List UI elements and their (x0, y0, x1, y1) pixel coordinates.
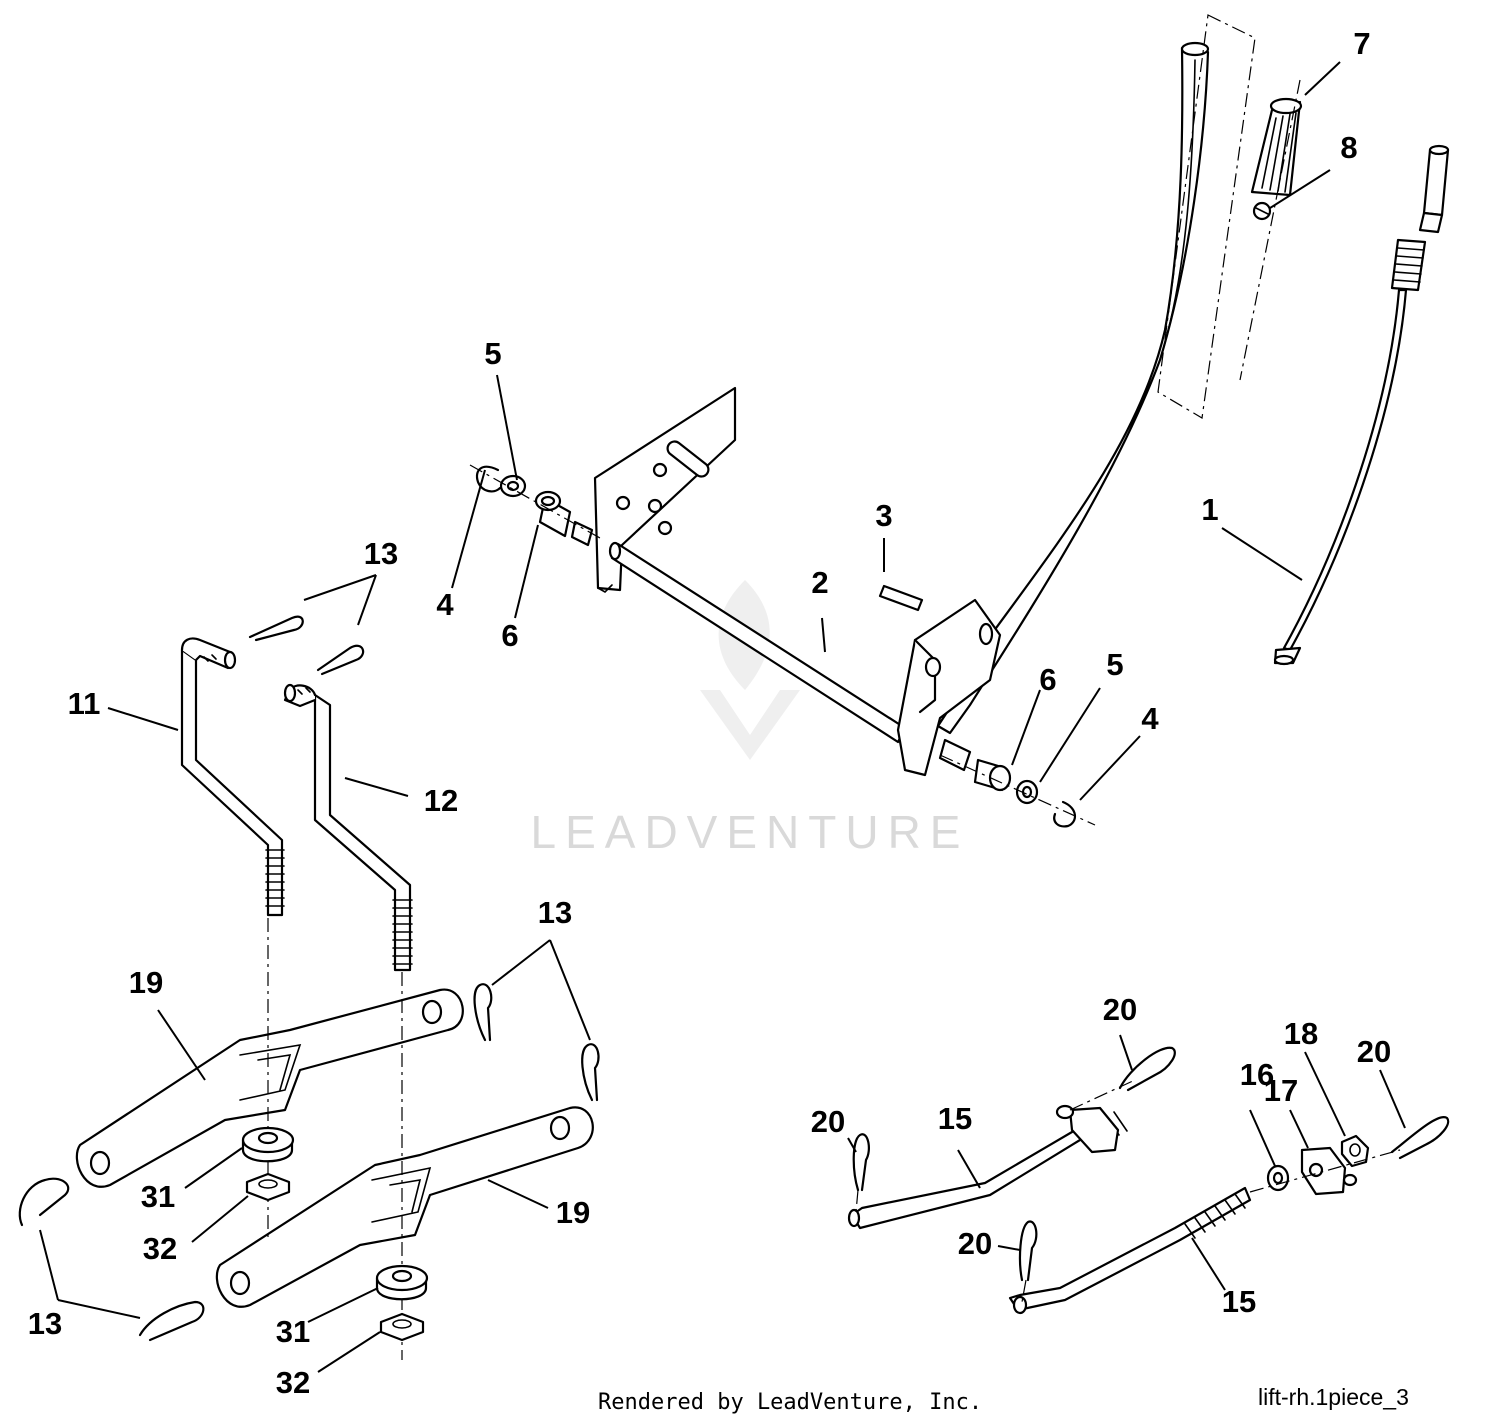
shaft-axis-right (939, 754, 1096, 826)
trunnion-upper (1055, 1104, 1120, 1154)
hair-pin-arm-3 (18, 1177, 70, 1227)
lift-handle (936, 41, 1210, 735)
hair-pin-arm-4 (138, 1300, 205, 1342)
rod-axis-upper (1069, 1079, 1136, 1111)
callout-20-b: 20 (1357, 1034, 1391, 1069)
callout-11: 11 (68, 686, 101, 721)
hair-pin-arm-1 (473, 983, 493, 1042)
washer-16 (1266, 1164, 1290, 1192)
callout-19-lower: 19 (556, 1195, 590, 1230)
lift-spring-cable (1273, 144, 1450, 666)
hair-pin-20-d (1018, 1220, 1038, 1282)
callout-20-a: 20 (1103, 992, 1137, 1027)
callout-7: 7 (1353, 26, 1370, 61)
trunnion-17 (1300, 1146, 1358, 1196)
callout-32-lower: 32 (276, 1365, 310, 1400)
callout-12: 12 (424, 783, 458, 818)
callout-2: 2 (811, 565, 828, 600)
lift-shaft (608, 541, 907, 744)
flat-washer-left (499, 474, 527, 498)
rendered-by-credit: Rendered by LeadVenture, Inc. (598, 1390, 983, 1415)
callout-4-right: 4 (1141, 701, 1159, 736)
rod-axis-lower (1249, 1149, 1401, 1193)
callout-5-left: 5 (484, 336, 501, 371)
lift-arm-lower (215, 1106, 594, 1308)
flat-washer-right (1015, 779, 1039, 805)
lift-link-left (180, 637, 285, 917)
callout-18: 18 (1284, 1016, 1318, 1051)
callout-16: 16 (1240, 1057, 1274, 1092)
shaft-pin-end-right (938, 738, 972, 772)
callout-20-c: 20 (811, 1104, 845, 1139)
callout-4-left: 4 (436, 587, 454, 622)
callout-5-right: 5 (1106, 647, 1123, 682)
hair-pin-arm-2 (581, 1043, 600, 1102)
leader-lines (39, 61, 1406, 1373)
callout-labels: 1 2 3 4 4 5 5 6 6 7 8 11 12 13 13 13 15 … (28, 26, 1391, 1400)
callout-13-middle: 13 (538, 895, 572, 930)
callout-15-upper: 15 (938, 1101, 972, 1136)
callout-13-top: 13 (364, 536, 398, 571)
shaft-axis-left (469, 464, 601, 539)
callout-6-left: 6 (501, 618, 518, 653)
shaft-pin-end-left (570, 520, 594, 547)
callout-31-lower: 31 (276, 1314, 310, 1349)
nut-upper (245, 1172, 291, 1202)
callout-17: 17 (1264, 1073, 1298, 1108)
callout-13-bottom: 13 (28, 1306, 62, 1341)
grip-screw (1252, 201, 1272, 221)
lift-arm-upper (75, 988, 464, 1188)
lift-rod-lower (1008, 1186, 1252, 1315)
drawing-id: lift-rh.1piece_3 (1258, 1384, 1409, 1410)
shaft-bushing-right (973, 758, 1012, 792)
nut-18 (1340, 1134, 1370, 1168)
callout-32-upper: 32 (143, 1231, 177, 1266)
handle-bracket (896, 598, 1002, 777)
callout-6-right: 6 (1039, 662, 1056, 697)
hair-pin-20-a (1118, 1046, 1176, 1092)
roll-pin (878, 584, 924, 612)
callout-20-d: 20 (958, 1226, 992, 1261)
callout-3: 3 (875, 498, 892, 533)
rod-end-axis-lower (1021, 1279, 1027, 1303)
rod-end-axis-upper (855, 1189, 859, 1213)
callout-31-upper: 31 (141, 1179, 175, 1214)
ferrule-upper (241, 1126, 295, 1163)
watermark-text: LEADVENTURE (531, 806, 970, 858)
hair-pin-top-2 (316, 644, 365, 676)
retaining-clip-left (475, 465, 502, 493)
nut-lower (379, 1312, 425, 1342)
hair-pin-top-1 (248, 615, 304, 642)
retaining-clip-right (1053, 800, 1076, 828)
shaft-bushing-left (534, 490, 572, 538)
callout-1: 1 (1201, 492, 1218, 527)
ferrule-lower (375, 1264, 429, 1301)
lift-link-right (283, 683, 413, 972)
callout-8: 8 (1340, 130, 1357, 165)
callout-19-upper: 19 (129, 965, 163, 1000)
hair-pin-20-c (852, 1133, 870, 1192)
grip-axis (1239, 79, 1301, 381)
handle-extension-outline (1157, 14, 1256, 419)
mounting-bracket (593, 386, 737, 593)
hair-pin-20-b (1390, 1116, 1450, 1160)
callout-15-lower: 15 (1222, 1284, 1256, 1319)
